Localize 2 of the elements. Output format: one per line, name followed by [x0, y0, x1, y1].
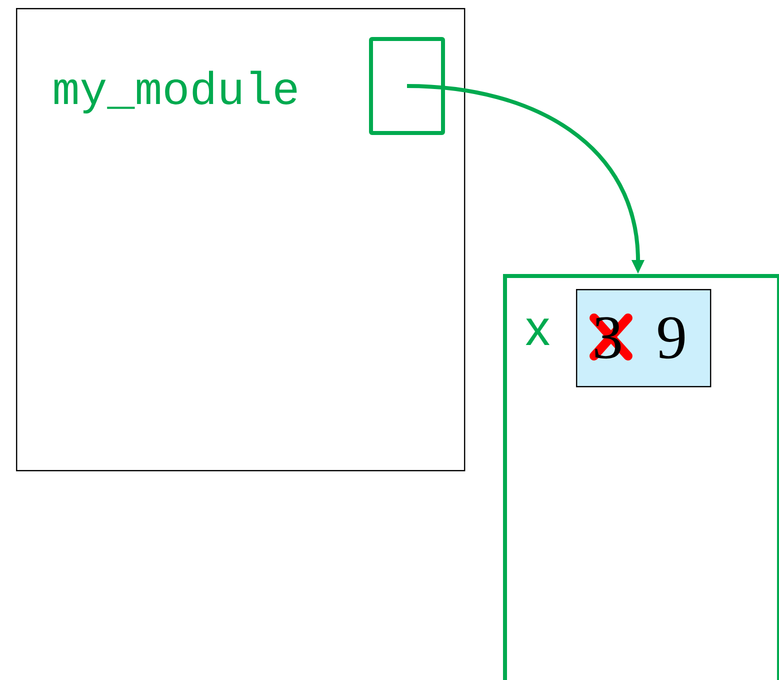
reference-box	[369, 37, 445, 135]
module-frame: my_module	[16, 8, 466, 472]
